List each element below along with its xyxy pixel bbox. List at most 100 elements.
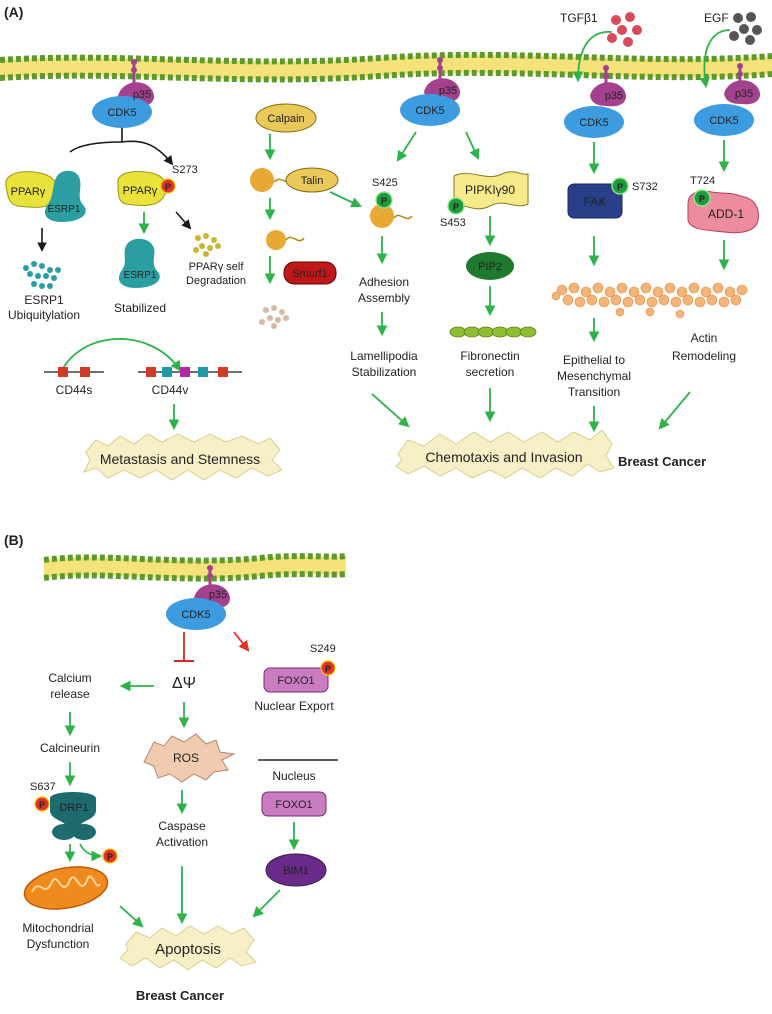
cd44v-label: CD44v — [152, 383, 189, 397]
arrow-mito-apoptosis — [119, 905, 144, 928]
arrow-drp1-dephospho — [79, 843, 103, 862]
arrow-egf-p35 — [699, 29, 731, 89]
bim1-label: BIM1 — [283, 865, 309, 877]
phospho-label: P — [381, 196, 387, 206]
ppar-self-line1: PPARγ self — [189, 261, 245, 273]
add1-label: ADD-1 — [708, 207, 744, 221]
talin-phospho: P — [370, 191, 413, 228]
ppar-phospho: PPARγ P — [117, 171, 176, 207]
phospho-label: P — [699, 194, 705, 204]
mito-line2: Dysfunction — [27, 937, 90, 951]
drp1-label: DRP1 — [59, 802, 88, 814]
esrp1-label: ESRP1 — [48, 204, 81, 215]
lamellipodia-line1: Lamellipodia — [350, 349, 418, 363]
actin-filament — [551, 282, 748, 319]
lamellipodia-line2: Stabilization — [352, 365, 417, 379]
talin-fragment — [266, 230, 305, 250]
p35-label: p35 — [439, 85, 457, 97]
phospho-label: P — [617, 182, 623, 192]
emt-line2: Mesenchymal — [557, 369, 631, 383]
stabilized-label: Stabilized — [114, 301, 166, 315]
arrow-ppar-degradation — [175, 211, 192, 230]
talin-node: Talin — [250, 167, 339, 193]
esrp1-ubiq-line2: Ubiquitylation — [8, 308, 80, 322]
apoptosis-outcome: Apoptosis — [119, 925, 257, 971]
talin-label: Talin — [301, 175, 324, 187]
drp1-node: DRP1 P — [34, 792, 96, 840]
add1-node: ADD-1 P — [687, 189, 759, 234]
calpain-node: Calpain — [255, 103, 317, 133]
ros-node: ROS — [143, 733, 236, 783]
apoptosis-label: Apoptosis — [155, 941, 221, 958]
esrp1-stabilized: ESRP1 — [118, 238, 160, 288]
tgfb1-ligand-cluster — [607, 12, 642, 47]
pip2-node: PIP2 — [466, 252, 514, 280]
fak-node: FAK P — [567, 177, 629, 219]
fibronectin-line1: Fibronectin — [460, 349, 519, 363]
calcium-line1: Calcium — [48, 671, 91, 685]
s425-label: S425 — [372, 177, 398, 189]
actin-line2: Remodeling — [672, 349, 736, 363]
cdk5-p35-complex-3: CDK5 p35 — [564, 65, 627, 138]
bim1-node: BIM1 — [265, 853, 327, 887]
cdk5-label: CDK5 — [579, 117, 608, 129]
panel-b-label: (B) — [4, 532, 23, 548]
calpain-label: Calpain — [267, 113, 304, 125]
s637-label: S637 — [30, 781, 56, 793]
ppar-label: PPARγ — [11, 186, 46, 198]
s453-label: S453 — [440, 217, 466, 229]
nucleus-label: Nucleus — [272, 769, 315, 783]
esrp1-ubiq-line1: ESRP1 — [24, 293, 64, 307]
esrp1-fragment-cluster — [23, 261, 61, 289]
arrow-talin-phospho — [329, 191, 362, 208]
nuclear-export-label: Nuclear Export — [254, 699, 334, 713]
fak-label: FAK — [584, 195, 607, 209]
arrow-lamellipodia-chemotaxis — [371, 393, 410, 428]
pipki-label: PIPKIγ90 — [465, 183, 515, 197]
cell-membrane-b — [43, 553, 347, 582]
phospho-label: P — [453, 202, 459, 212]
metastasis-label: Metastasis and Stemness — [100, 451, 260, 467]
ppar-self-line2: Degradation — [186, 275, 246, 287]
cdk5-p35-complex-2: CDK5 p35 — [400, 57, 461, 126]
ros-label: ROS — [173, 751, 199, 765]
caspase-line2: Activation — [156, 835, 208, 849]
adhesion-line2: Assembly — [358, 291, 410, 305]
cdk5-label: CDK5 — [107, 107, 136, 119]
adhesion-line1: Adhesion — [359, 275, 409, 289]
delta-psi-label: ΔΨ — [172, 675, 196, 692]
foxo1-label: FOXO1 — [275, 799, 312, 811]
breast-cancer-label-b: Breast Cancer — [136, 988, 224, 1003]
actin-line1: Actin — [691, 331, 718, 345]
chemotaxis-outcome: Chemotaxis and Invasion — [395, 429, 615, 479]
metastasis-outcome: Metastasis and Stemness — [83, 433, 283, 481]
s273-label: S273 — [172, 164, 198, 176]
mito-line1: Mitochondrial — [22, 921, 93, 935]
chemotaxis-label: Chemotaxis and Invasion — [425, 449, 582, 465]
tgfb1-label: TGFβ1 — [560, 11, 598, 25]
smurf1-label: Smurf1 — [292, 268, 327, 280]
mitochondria-icon — [23, 866, 109, 910]
cdk5-p35-complex-1: CDK5 p35 — [92, 59, 155, 128]
arrow-cdk5-ppar — [121, 128, 174, 166]
p35-label: p35 — [735, 88, 753, 100]
smurf1-node: Smurf1 — [283, 261, 337, 285]
panel-a-label: (A) — [4, 4, 23, 20]
p35-label: p35 — [133, 89, 151, 101]
arrow-cd44s-cd44v — [59, 338, 182, 375]
fibronectin-chain — [449, 326, 537, 338]
talin-degradation-cluster — [259, 305, 289, 329]
p35-label: p35 — [605, 90, 623, 102]
ppar-esrp1-complex: PPARγ ESRP1 — [5, 170, 86, 222]
arrow-cdk5-pipki — [465, 131, 480, 160]
dephospho-p: P — [102, 848, 118, 864]
arrow-tgfb1-p35 — [572, 31, 613, 83]
pipki-node: PIPKIγ90 P — [447, 171, 529, 215]
phospho-label: P — [165, 182, 171, 192]
arrow-actin-chemotaxis — [658, 391, 691, 430]
cdk5-p35-complex-4: CDK5 p35 — [694, 63, 761, 136]
cd44v-gene — [138, 367, 242, 377]
caspase-line1: Caspase — [158, 819, 206, 833]
egf-ligand-cluster — [729, 12, 762, 45]
